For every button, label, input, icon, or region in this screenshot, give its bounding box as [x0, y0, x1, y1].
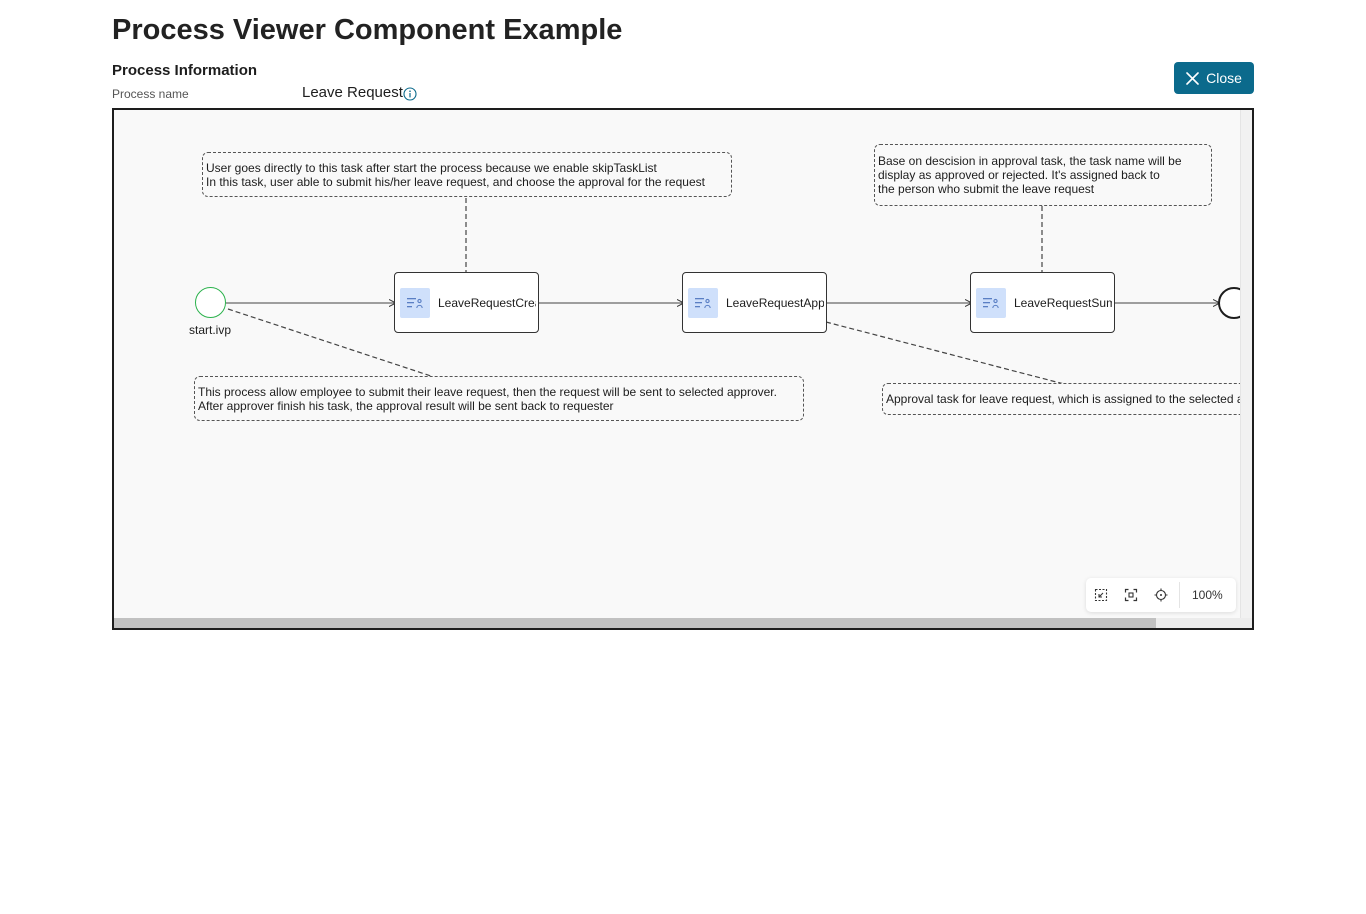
fit-to-screen-button[interactable] [1086, 578, 1116, 612]
annotation-line: After approver finish his task, the appr… [198, 398, 614, 413]
vertical-scrollbar[interactable] [1240, 110, 1252, 618]
page-title: Process Viewer Component Example [112, 14, 623, 46]
annotation-approval[interactable]: Approval task for leave request, which i… [882, 383, 1254, 415]
annotation-line: the person who submit the leave request [878, 182, 1095, 196]
toolbar-divider [1179, 582, 1180, 608]
process-diagram-viewer[interactable]: User goes directly to this task after st… [112, 108, 1254, 630]
process-name-value: Leave Request [302, 84, 403, 101]
expand-icon [1124, 588, 1138, 602]
center-target-icon [1154, 588, 1168, 602]
zoom-level[interactable]: 100% [1192, 588, 1223, 602]
fit-to-screen-icon [1094, 588, 1108, 602]
task-leave-request-approval[interactable]: LeaveRequestApproval [682, 272, 827, 333]
assoc-approval-note [825, 321, 1065, 385]
horizontal-scrollbar[interactable] [114, 618, 1252, 628]
task-label: LeaveRequestApproval [726, 295, 824, 310]
info-circle-icon[interactable] [403, 87, 417, 101]
task-label: LeaveRequestCreation [438, 295, 536, 310]
task-leave-request-summary[interactable]: LeaveRequestSummary [970, 272, 1115, 333]
annotation-creation[interactable]: User goes directly to this task after st… [202, 152, 732, 197]
process-name-label: Process name [112, 87, 189, 101]
annotation-line: Approval task for leave request, which i… [886, 392, 1254, 406]
center-button[interactable] [1146, 578, 1176, 612]
diagram-connectors [226, 198, 1252, 385]
horizontal-scrollbar-thumb[interactable] [114, 618, 1156, 628]
user-task-icon [400, 287, 430, 318]
annotation-summary[interactable]: Base on descision in approval task, the … [874, 144, 1212, 206]
annotation-line: In this task, user able to submit his/he… [206, 174, 705, 189]
task-leave-request-creation[interactable]: LeaveRequestCreation [394, 272, 539, 333]
start-event[interactable] [195, 287, 226, 318]
zoom-toolbar: 100% [1086, 578, 1236, 612]
annotation-line: This process allow employee to submit th… [198, 384, 777, 399]
annotation-line: User goes directly to this task after st… [206, 160, 657, 175]
annotation-associations [227, 198, 1065, 385]
user-task-icon [688, 287, 718, 318]
annotation-process[interactable]: This process allow employee to submit th… [194, 376, 804, 421]
assoc-start-note [227, 308, 435, 378]
close-icon [1186, 71, 1199, 85]
expand-button[interactable] [1116, 578, 1146, 612]
close-button[interactable]: Close [1174, 62, 1254, 94]
process-info-heading: Process Information [112, 62, 258, 79]
annotation-line: display as approved or rejected. It's as… [878, 168, 1160, 182]
close-button-label: Close [1206, 70, 1242, 86]
task-label: LeaveRequestSummary [1014, 295, 1112, 310]
annotation-line: Base on descision in approval task, the … [878, 154, 1182, 168]
user-task-icon [976, 287, 1006, 318]
start-event-label: start.ivp [189, 323, 232, 337]
